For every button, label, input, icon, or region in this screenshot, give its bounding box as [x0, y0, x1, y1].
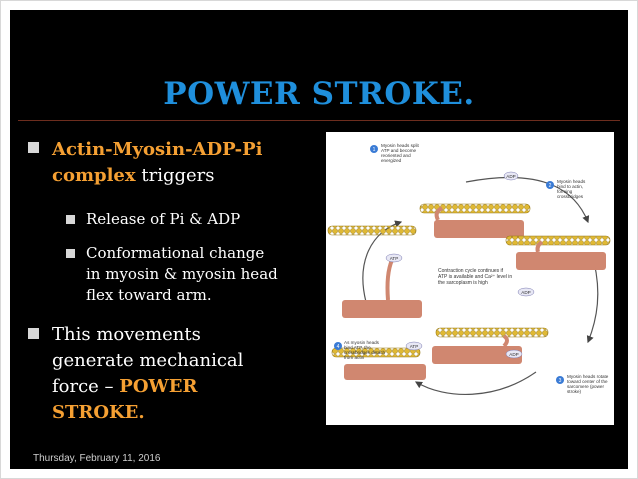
title-divider — [18, 120, 620, 121]
sub-bullet-square-icon — [66, 215, 75, 224]
svg-text:reoriented and: reoriented and — [381, 153, 411, 158]
sub-bullet-2: Conformational change in myosin & myosin… — [86, 243, 326, 306]
bullet-2-line-2: generate mechanical — [52, 350, 244, 371]
bullet-2-emphasis-2: STROKE. — [52, 402, 145, 423]
bullet-2-line-3: force – — [52, 376, 114, 397]
svg-text:ATP is available and Ca²⁺ leve: ATP is available and Ca²⁺ level in — [438, 274, 512, 280]
sub-bullet-1: Release of Pi & ADP — [86, 210, 241, 228]
cycle-arrow — [586, 261, 599, 344]
step-3-illustration: ADP 3 Myosin heads rotate toward center … — [432, 327, 609, 394]
step-2-illustration: 2 Myosin heads bind to actin, forming cr… — [505, 179, 611, 297]
cycle-center-note: Contraction cycle continues if ATP is av… — [438, 268, 512, 286]
svg-text:Myosin heads rotate: Myosin heads rotate — [567, 374, 609, 379]
svg-text:sarcomere (power: sarcomere (power — [567, 384, 604, 389]
step-4-illustration: ATP ATP 4 As myosin heads bind ATP, the … — [327, 225, 426, 380]
svg-text:forming: forming — [557, 189, 573, 194]
svg-text:bind ATP, the: bind ATP, the — [344, 345, 371, 350]
slide-title: POWER STROKE. — [163, 76, 475, 112]
bullet-2-line-1: This movements — [52, 324, 201, 345]
svg-text:ADP: ADP — [521, 290, 530, 295]
sub-bullet-2-line-2: in myosin & myosin head — [86, 265, 278, 283]
svg-text:the sarcoplasm is high: the sarcoplasm is high — [438, 280, 488, 286]
bullet-1: Actin-Myosin-ADP-Pi complex triggers — [52, 137, 322, 189]
svg-text:Myosin heads: Myosin heads — [557, 179, 586, 184]
step-1-illustration: 1 Myosin heads split ATP and become reor… — [370, 143, 531, 238]
bullet-square-icon — [28, 328, 39, 339]
bullet-2: This movements generate mechanical force… — [52, 322, 322, 426]
bullet-square-icon — [28, 142, 39, 153]
svg-text:1: 1 — [373, 147, 376, 153]
sub-bullet-square-icon — [66, 249, 75, 258]
bullet-1-emphasis: Actin-Myosin-ADP-Pi — [52, 139, 263, 160]
svg-text:ATP and become: ATP and become — [381, 148, 417, 153]
slide-date-footer: Thursday, February 11, 2016 — [33, 453, 161, 464]
sub-bullet-2-line-3: flex toward arm. — [86, 286, 212, 304]
svg-text:Myosin heads split: Myosin heads split — [381, 143, 420, 148]
svg-text:from actin: from actin — [344, 355, 365, 360]
slide: POWER STROKE. Actin-Myosin-ADP-Pi comple… — [10, 10, 628, 469]
contraction-cycle-diagram: 1 Myosin heads split ATP and become reor… — [327, 143, 611, 396]
svg-text:ADP: ADP — [506, 174, 515, 179]
svg-text:stroke): stroke) — [567, 389, 582, 394]
svg-text:3: 3 — [559, 378, 562, 384]
svg-text:ATP: ATP — [410, 344, 419, 349]
svg-text:Contraction cycle continues if: Contraction cycle continues if — [438, 268, 504, 274]
sub-bullet-2-line-1: Conformational change — [86, 244, 265, 262]
svg-text:ATP: ATP — [390, 256, 399, 261]
contraction-cycle-figure: 1 Myosin heads split ATP and become reor… — [326, 132, 614, 425]
cycle-arrow — [414, 371, 537, 396]
bullet-2-emphasis-1: POWER — [119, 376, 198, 397]
svg-text:energized: energized — [381, 158, 402, 163]
svg-text:toward center of the: toward center of the — [567, 379, 608, 384]
svg-text:As myosin heads: As myosin heads — [344, 340, 380, 345]
svg-text:bind to actin,: bind to actin, — [557, 184, 583, 189]
svg-text:ADP: ADP — [509, 352, 518, 357]
svg-text:crossbridges detach: crossbridges detach — [344, 350, 386, 355]
svg-text:2: 2 — [549, 183, 552, 189]
svg-text:crossbridges: crossbridges — [557, 194, 584, 199]
bullet-1-emphasis-2: complex — [52, 165, 136, 186]
svg-text:4: 4 — [337, 344, 340, 350]
bullet-1-text: triggers — [141, 165, 215, 186]
